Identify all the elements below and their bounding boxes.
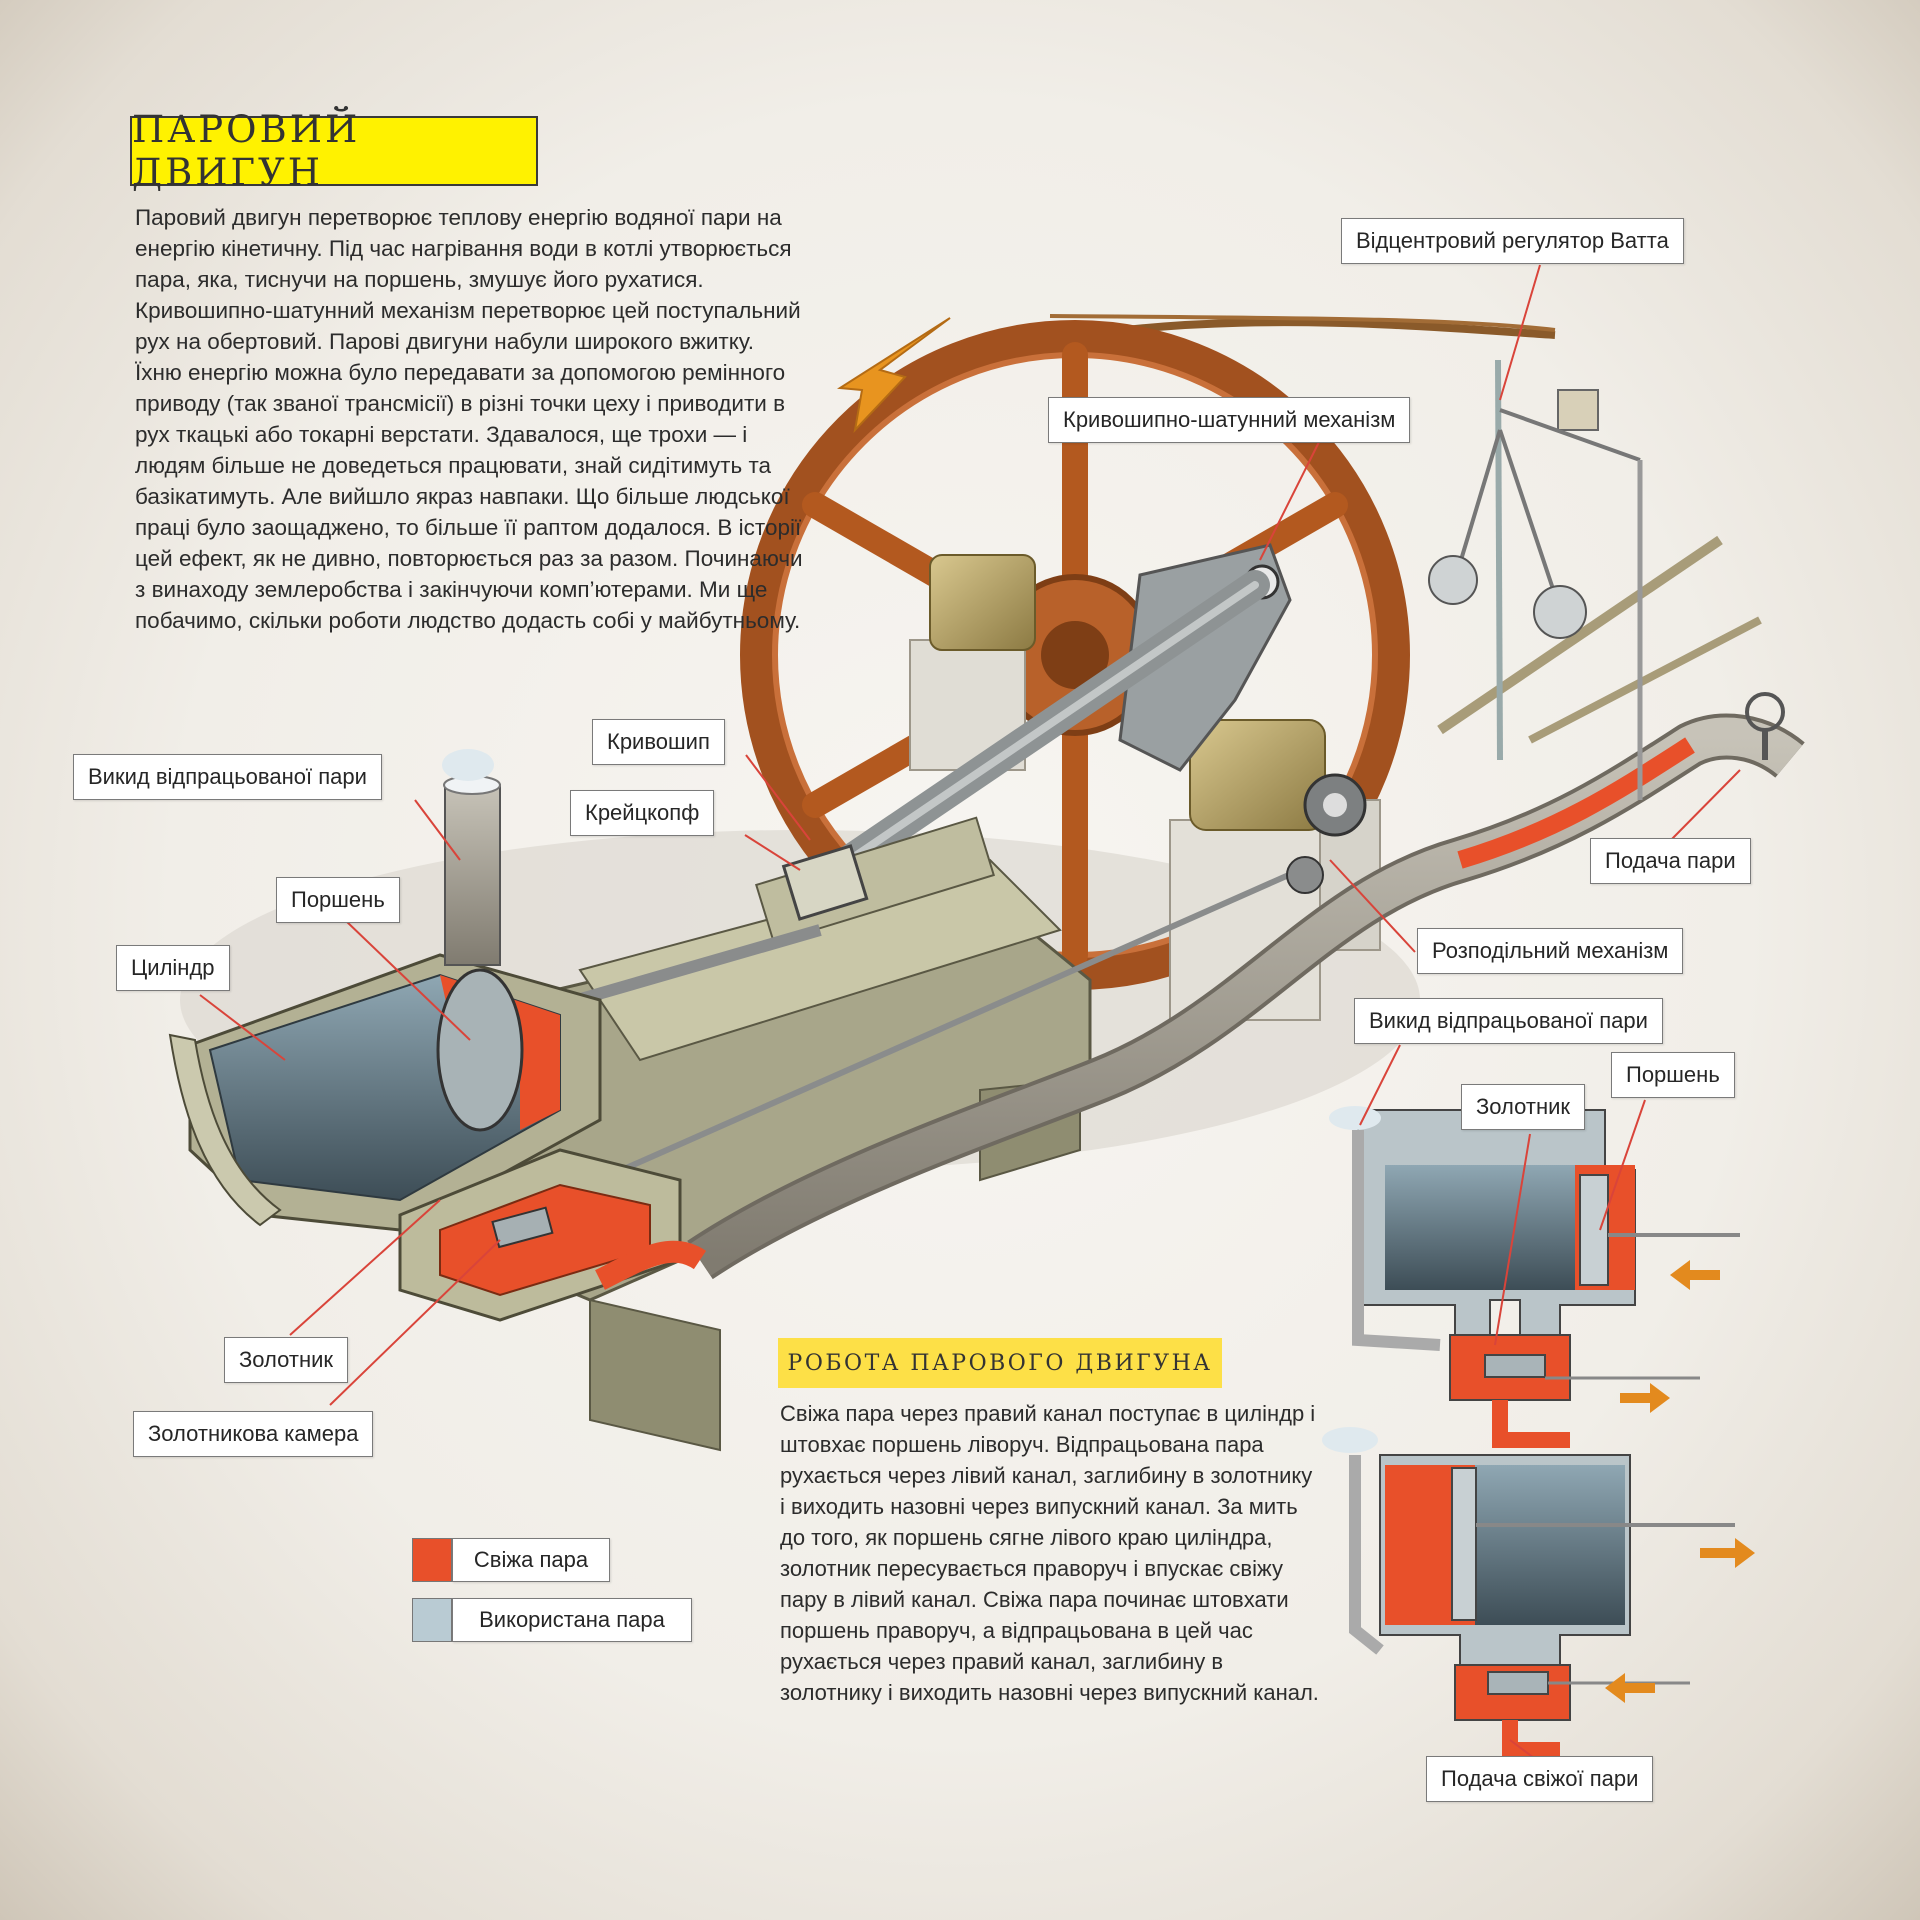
- label-piston-left: Поршень: [276, 877, 400, 923]
- page-title-box: ПАРОВИЙ ДВИГУН: [130, 108, 538, 194]
- rotation-arrow: [836, 317, 951, 434]
- legend-swatch-used: [412, 1598, 452, 1642]
- intro-paragraph: Паровий двигун перетворює теплову енергі…: [135, 205, 803, 633]
- section-diagram-top: [1352, 1109, 1740, 1448]
- steam-puff-bottom: [1322, 1427, 1378, 1453]
- label-exhaust-right: Викид відпрацьованої пари: [1354, 998, 1663, 1044]
- cylinder: [168, 953, 602, 1232]
- label-governor: Відцентровий регулятор Ватта: [1341, 218, 1684, 264]
- steam-pipe-fresh: [1457, 737, 1695, 869]
- label-valve-chamber: Золотникова камера: [133, 1411, 374, 1457]
- arrow-right-bottom: [1700, 1538, 1755, 1568]
- eccentric: [1286, 773, 1367, 894]
- crosshead: [781, 844, 869, 921]
- label-crosshead: Крейцкопф: [570, 790, 715, 836]
- work-text: Свіжа пара через правий канал поступає в…: [780, 1401, 1319, 1705]
- drive-belt-upper: [1049, 314, 1556, 332]
- label-exhaust-left: Викид відпрацьованої пари: [73, 754, 382, 800]
- label-piston-right: Поршень: [1611, 1052, 1735, 1098]
- valve-rod: [518, 867, 1302, 1218]
- intro-text: Паровий двигун перетворює теплову енергі…: [135, 202, 805, 636]
- rear-shaft: [1437, 535, 1723, 735]
- steam-puff-top: [1329, 1106, 1381, 1130]
- label-fresh-supply: Подача свіжої пари: [1426, 1756, 1654, 1802]
- arrow-left-bottom: [1605, 1673, 1655, 1703]
- page-title: ПАРОВИЙ ДВИГУН: [132, 108, 361, 194]
- piston-rod: [558, 924, 822, 1011]
- label-distribution: Розподільний механізм: [1417, 928, 1684, 974]
- section-diagram-bottom: [1349, 1454, 1735, 1758]
- piston: [436, 968, 524, 1132]
- leader-lines: [199, 264, 1741, 1771]
- steam-inlet-fresh: [595, 1240, 707, 1290]
- rear-shaft-2: [1528, 616, 1762, 744]
- label-cylinder: Циліндр: [116, 945, 230, 991]
- legend-label-used: Використана пара: [452, 1598, 692, 1642]
- legend-swatch-fresh: [412, 1538, 452, 1582]
- legend-label-fresh: Свіжа пара: [452, 1538, 610, 1582]
- arrow-left-top: [1670, 1260, 1720, 1290]
- work-title: РОБОТА ПАРОВОГО ДВИГУНА: [787, 1350, 1213, 1376]
- label-valve-left: Золотник: [224, 1337, 349, 1383]
- label-valve-right: Золотник: [1461, 1084, 1586, 1130]
- connecting-rod-highlight: [816, 581, 1259, 884]
- label-steam-supply: Подача пари: [1590, 838, 1751, 884]
- arrow-right-top: [1620, 1383, 1670, 1413]
- exhaust-stack: [442, 749, 501, 966]
- work-title-box: РОБОТА ПАРОВОГО ДВИГУНА: [778, 1338, 1222, 1388]
- label-crank-mechanism: Кривошипно-шатунний механізм: [1048, 397, 1411, 443]
- watt-governor: [1428, 359, 1643, 800]
- label-crank: Кривошип: [592, 719, 725, 765]
